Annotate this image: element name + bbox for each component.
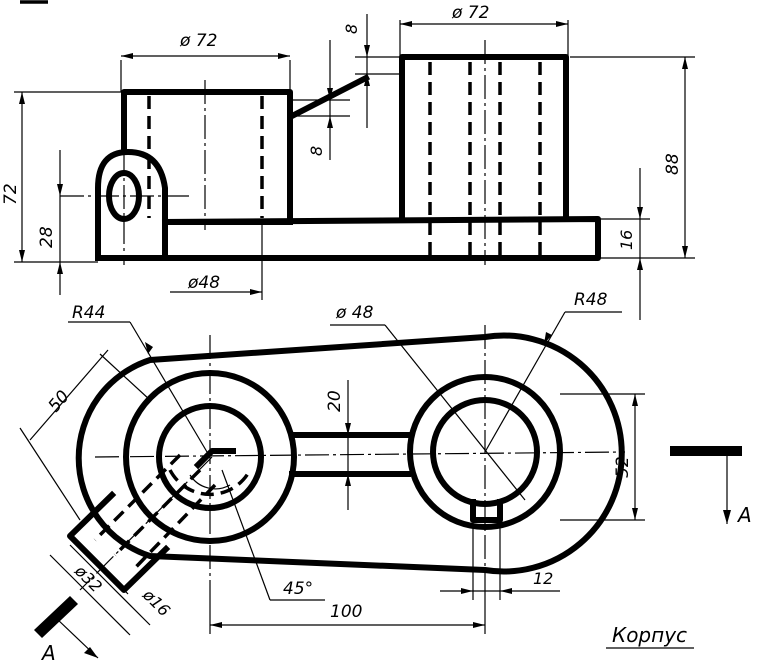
dim-d48-front: ø48	[187, 273, 220, 293]
dim-16-height: 16	[617, 230, 636, 250]
rib-line	[287, 73, 371, 121]
section-label-left: A	[40, 641, 56, 665]
section-mark-left: A	[34, 596, 99, 665]
dim-12: 12	[533, 569, 553, 588]
drawing-title: Корпус	[612, 623, 687, 647]
dim-72-height: 72	[1, 183, 21, 205]
dim-88-height: 88	[663, 153, 683, 175]
title-block: Корпус	[606, 623, 694, 649]
dim-20: 20	[325, 390, 345, 412]
inclined-lug	[67, 490, 171, 593]
top-dimensions: R44 ø 48 R48 50 20 52 12	[19, 290, 645, 636]
top-view	[67, 325, 626, 593]
dim-d72-left: ø 72	[179, 31, 217, 51]
dim-28-height: 28	[37, 226, 57, 248]
dim-45-angle: 45°	[283, 579, 313, 599]
base-plate-outline	[95, 216, 601, 261]
body-outline	[75, 332, 625, 575]
right-cylinder-outline	[399, 54, 569, 222]
section-mark-right: A	[670, 446, 752, 527]
dim-d72-right: ø 72	[451, 3, 489, 23]
dim-r44: R44	[72, 303, 105, 323]
dim-100: 100	[330, 602, 362, 622]
keyway	[470, 499, 503, 523]
dim-8-bottom: 8	[307, 146, 326, 156]
dim-50: 50	[45, 387, 74, 416]
dim-d16: ø16	[138, 585, 173, 620]
lug-outline	[95, 149, 168, 261]
section-label-right: A	[736, 503, 752, 527]
front-view	[60, 40, 601, 265]
dim-r48: R48	[574, 290, 608, 310]
dim-d48-top: ø 48	[335, 303, 374, 323]
dim-52: 52	[613, 456, 633, 478]
dim-8-top: 8	[342, 24, 361, 34]
front-dimensions: ø 72 ø 72 8 8 72 28 ø48	[1, 3, 695, 320]
left-cylinder-outline	[121, 89, 293, 225]
